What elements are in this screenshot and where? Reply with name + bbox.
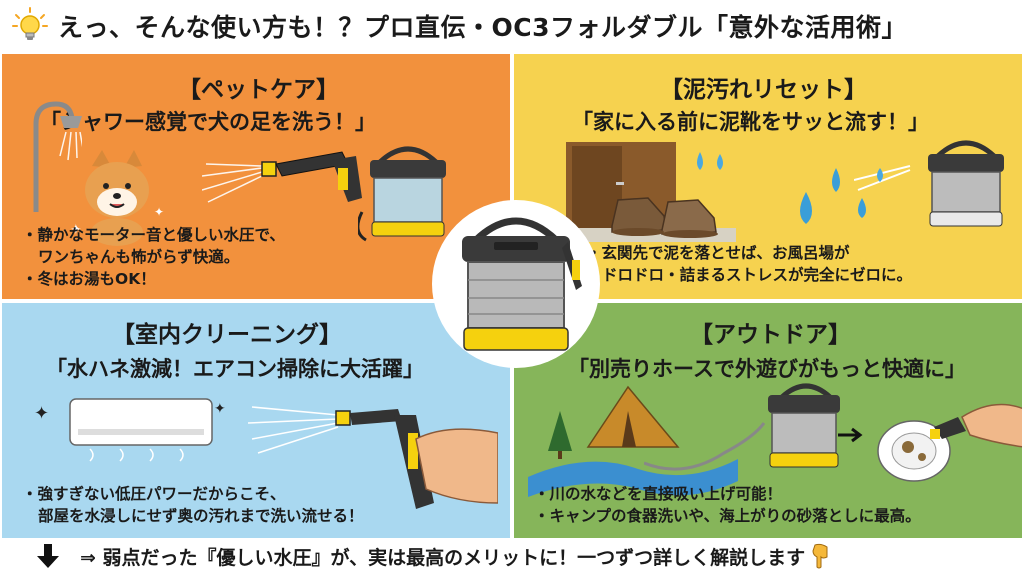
pet-bullet-list: 静かなモーター音と優しい水圧で、 ワンちゃんも怖がらず快適。 冬はお湯もOK！: [22, 224, 285, 290]
svg-text:✦: ✦: [214, 401, 226, 417]
mud-panel-subtitle: 「家に入る前に泥靴をサッと流す！」: [572, 110, 929, 134]
arrow-right-icon: [838, 427, 863, 443]
muddy-shoes-icon: [611, 197, 718, 238]
outdoor-bullet: キャンプの食器洗いや、海上がりの砂落としに最高。: [534, 505, 921, 527]
room-panel-title: 【室内クリーニング】: [112, 322, 342, 348]
shower-head-icon: [33, 101, 82, 212]
mud-panel-title: 【泥汚れリセット】: [660, 77, 867, 103]
oc3-unit-hose-icon: [644, 383, 840, 471]
header: えっ、そんな使い方も！？プロ直伝・OC3フォルダブル「意外な活用術」: [0, 0, 1024, 52]
down-arrow-icon: [37, 544, 59, 568]
outdoor-panel-title: 【アウトドア】: [690, 322, 851, 348]
oc3-foldable-center-icon: [432, 200, 600, 368]
footer-bar: ⇒ 弱点だった『優しい水圧』が、実は最高のメリットに！一つずつ詳しく解説します: [0, 540, 1024, 572]
air-conditioner-icon: ✦ ✦: [34, 398, 226, 462]
panel-outdoor: 【アウトドア】 「別売りホースで外遊びがもっと快適に」 川の水などを直接吸い上げ…: [512, 301, 1024, 540]
pet-bullet-continued: ワンちゃんも怖がらず快適。: [38, 248, 240, 266]
pet-bullet: 冬はお湯もOK！: [22, 268, 285, 290]
outdoor-bullet: 川の水などを直接吸い上げ可能！: [534, 483, 921, 505]
panel-mud-reset: 【泥汚れリセット】 「家に入る前に泥靴をサッと流す！」 玄関先で泥を落とせば、お…: [512, 52, 1024, 301]
spray-gun-icon: [202, 151, 362, 203]
svg-text:✦: ✦: [34, 403, 49, 424]
spray-jet-icon: [854, 165, 911, 191]
oc3-unit-icon: [358, 146, 446, 242]
outdoor-panel-subtitle: 「別売りホースで外遊びがもっと快適に」: [568, 357, 966, 381]
dish-washing-icon: [877, 403, 1022, 482]
footer-text: ⇒ 弱点だった『優しい水圧』が、実は最高のメリットに！一つずつ詳しく解説します: [80, 546, 806, 569]
room-bullet: 強すぎない低圧パワーだからこそ、: [22, 483, 364, 505]
water-drops-icon: [800, 168, 866, 224]
pet-bullet: 静かなモーター音と優しい水圧で、: [22, 224, 285, 246]
spray-gun-hand-icon: [248, 406, 498, 509]
mud-bullet-list: 玄関先で泥を落とせば、お風呂場が ドロドロ・詰まるストレスが完全にゼロに。: [586, 242, 913, 286]
panel-room-cleaning: 【室内クリーニング】 「水ハネ激減！エアコン掃除に大活躍」 ✦ ✦ 強すぎない低…: [0, 301, 512, 540]
room-panel-subtitle: 「水ハネ激減！エアコン掃除に大活躍」: [46, 357, 424, 381]
room-bullet-list: 強すぎない低圧パワーだからこそ、 部屋を水浸しにせず奥の汚れまで洗い流せる！: [22, 483, 364, 527]
water-splash-icon: [697, 152, 723, 170]
pet-panel-title: 【ペットケア】: [178, 77, 339, 103]
mud-bullet-continued: ドロドロ・詰まるストレスが完全にゼロに。: [602, 266, 913, 284]
oc3-unit-icon: [928, 140, 1004, 227]
pet-panel-subtitle: 「シャワー感覚で犬の足を洗う！」: [40, 110, 376, 134]
mud-bullet: 玄関先で泥を落とせば、お風呂場が: [586, 242, 912, 264]
svg-text:✦: ✦: [154, 205, 164, 219]
pointing-down-hand-icon: [812, 543, 828, 569]
outdoor-bullet-list: 川の水などを直接吸い上げ可能！ キャンプの食器洗いや、海上がりの砂落としに最高。: [534, 483, 921, 527]
room-bullet-continued: 部屋を水浸しにせず奥の汚れまで洗い流せる！: [38, 507, 364, 525]
lightbulb-icon: [12, 7, 48, 40]
page-title: えっ、そんな使い方も！？プロ直伝・OC3フォルダブル「意外な活用術」: [58, 13, 907, 42]
panel-pet-care: 【ペットケア】 「シャワー感覚で犬の足を洗う！」 ✦ ✦: [0, 52, 512, 301]
